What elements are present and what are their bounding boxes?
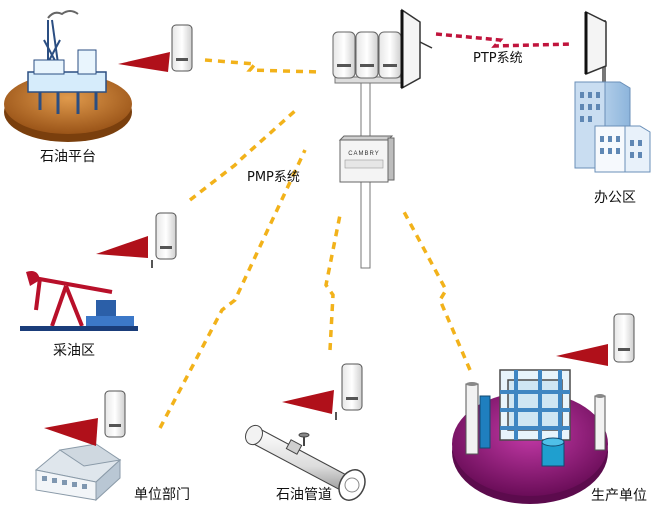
label-ptp-system: PTP系统 (473, 51, 523, 66)
label-unit-dept: 单位部门 (134, 487, 190, 503)
pipeline (245, 424, 366, 501)
oil-platform (4, 10, 132, 142)
label-pumping-area: 采油区 (53, 343, 95, 359)
central-tower: CAMBRY (332, 8, 433, 269)
controller-box: CAMBRY (338, 135, 395, 183)
cpe-pumping-area (96, 212, 177, 268)
label-production-unit: 生产单位 (591, 488, 647, 504)
cpe-unit-dept (44, 390, 126, 446)
production-stack-left (465, 382, 491, 455)
ptp-link (435, 32, 573, 48)
ptp-dish-left (400, 8, 433, 90)
link-to-oil-platform (204, 58, 321, 74)
link-to-unit-dept (158, 149, 307, 429)
pmp-links (158, 58, 472, 429)
link-to-production (401, 209, 472, 371)
cpe-oil-platform (118, 24, 193, 72)
link-to-pipeline (324, 214, 342, 351)
label-pipeline: 石油管道 (276, 487, 332, 503)
sector-radio-2 (355, 31, 379, 79)
pumping-unit (20, 271, 138, 331)
unit-dept-building (34, 443, 122, 502)
label-office: 办公区 (594, 190, 636, 206)
label-pmp-system: PMP系统 (247, 170, 300, 185)
sector-radio-1 (332, 31, 356, 79)
production-stack-right (594, 394, 606, 451)
label-oil-platform: 石油平台 (40, 149, 96, 165)
cpe-pipeline (282, 363, 363, 420)
sector-radio-3 (378, 31, 402, 79)
production-unit (452, 369, 608, 504)
office-building (574, 10, 651, 173)
link-to-pumping-area (188, 108, 298, 202)
controller-brand: CAMBRY (348, 151, 380, 157)
cpe-production (556, 313, 635, 366)
